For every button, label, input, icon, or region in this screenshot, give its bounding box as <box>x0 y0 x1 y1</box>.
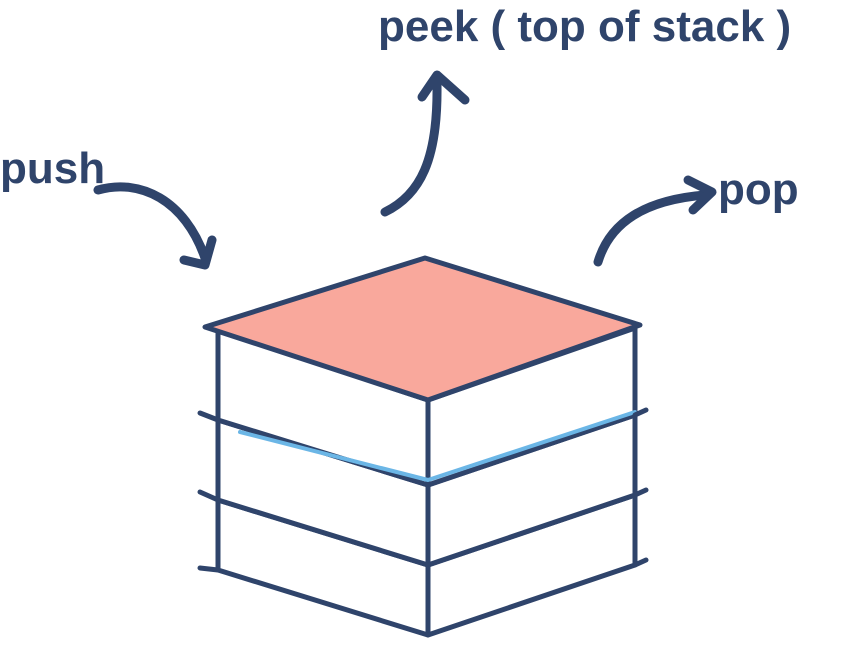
pop-label: pop <box>718 165 799 214</box>
layer-separator <box>238 410 637 482</box>
push-arrow-icon <box>93 182 217 270</box>
push-label: push <box>0 144 106 193</box>
stack-layer-middle <box>197 412 649 568</box>
stack-top-face <box>202 255 643 403</box>
peek-label: peek ( top of stack ) <box>378 2 792 51</box>
stack-layer-top <box>197 255 649 488</box>
peek-arrow-icon <box>380 70 470 217</box>
pop-arrow-icon <box>593 175 717 267</box>
